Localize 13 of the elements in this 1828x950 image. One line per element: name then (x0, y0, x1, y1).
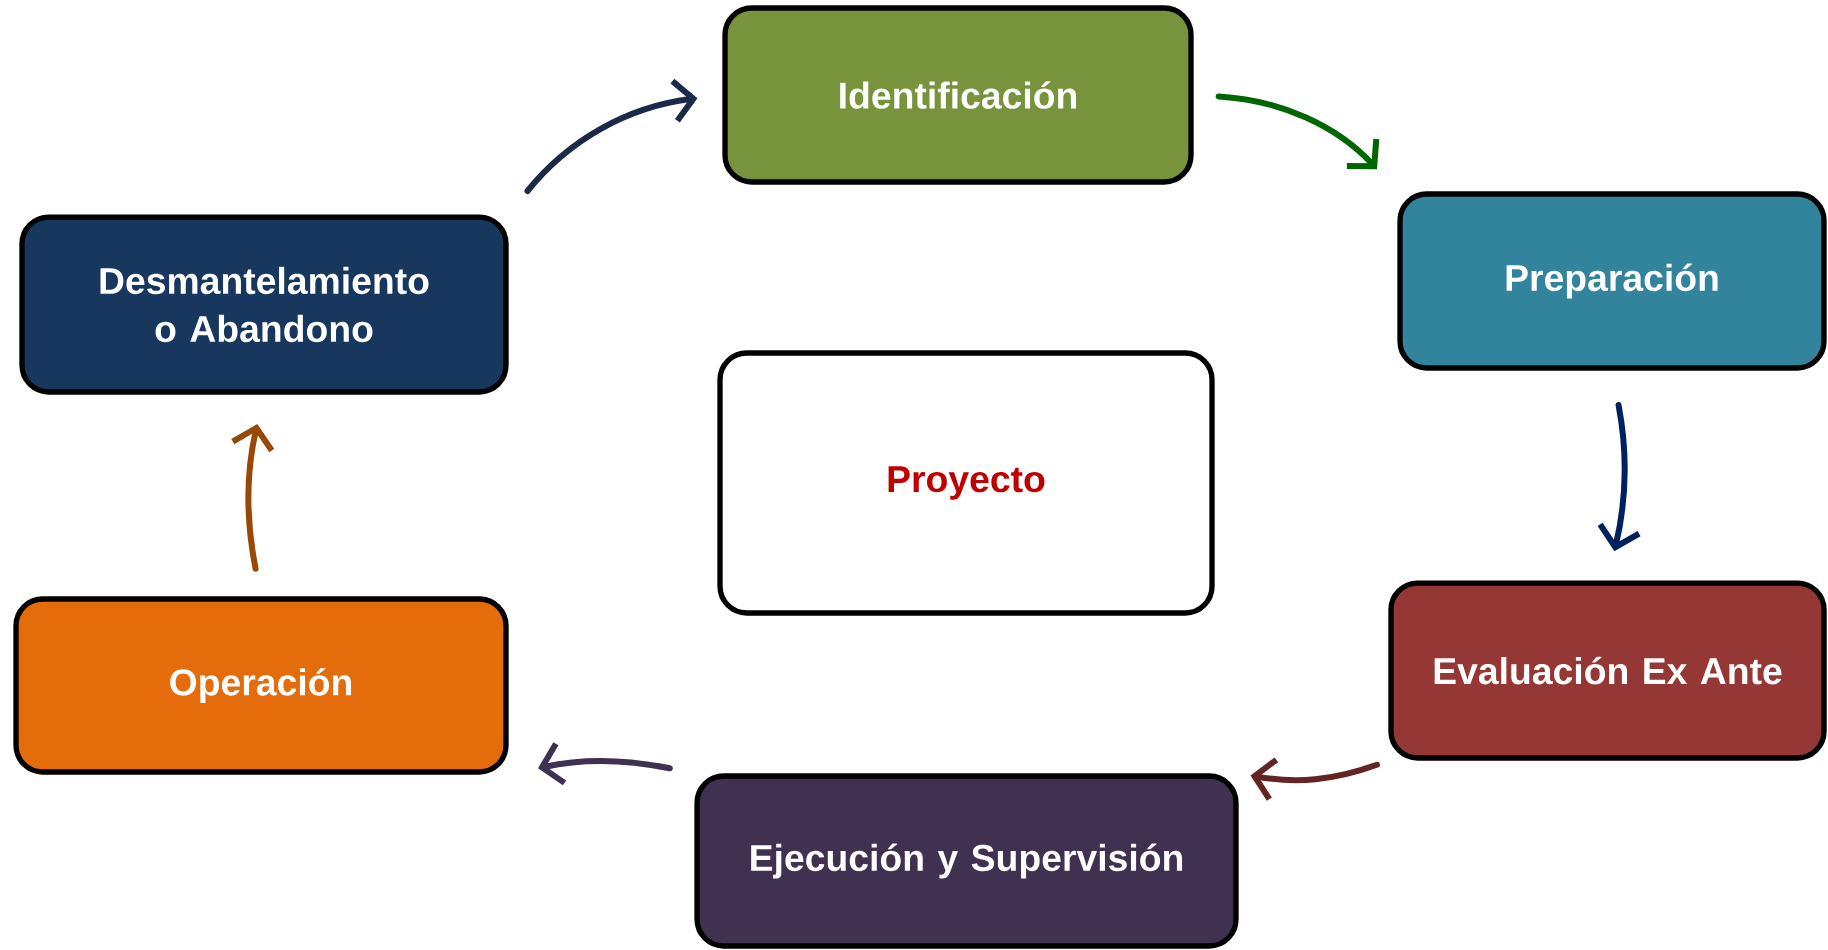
arrow (1250, 757, 1380, 801)
process-box: Ejecución y Supervisión (694, 773, 1239, 949)
arrow (1215, 93, 1380, 170)
arrow (524, 78, 698, 194)
process-box: Preparación (1397, 191, 1827, 371)
process-box: Evaluación Ex Ante (1388, 580, 1827, 761)
process-box: Identificación (722, 5, 1194, 185)
arrow (1597, 402, 1641, 552)
arrow (231, 423, 275, 572)
process-box: Desmantelamiento o Abandono (19, 214, 509, 395)
center-box: Proyecto (717, 350, 1215, 616)
process-box: Operación (13, 596, 509, 775)
arrow (537, 742, 673, 786)
